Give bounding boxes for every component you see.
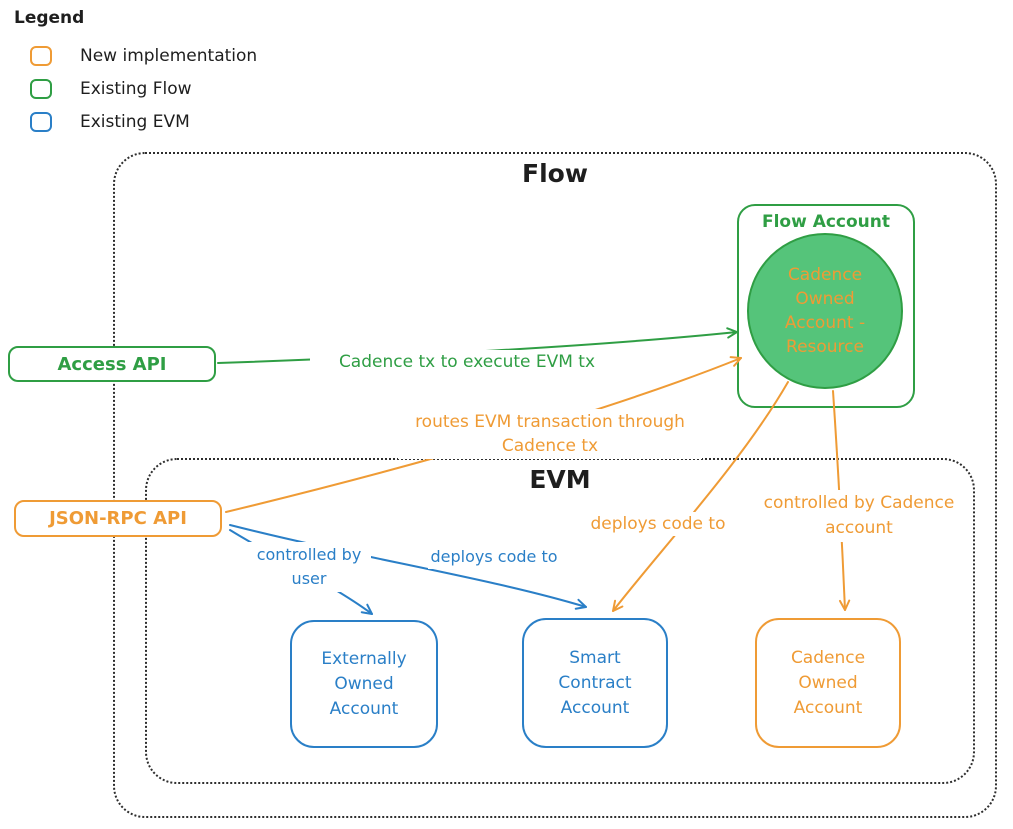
legend-item-label: New implementation (80, 46, 258, 66)
cadence-owned-account-resource-label: Cadence Owned Account - Resource (784, 265, 866, 357)
flow-account-title: Flow Account (761, 212, 891, 232)
externally-owned-account-label: Externally Owned Account (321, 648, 407, 719)
access-api-node: Access API (8, 346, 216, 382)
edge-label-deploys-code-to-orange: deploys code to (578, 512, 738, 536)
legend-item-existing-flow: Existing Flow (30, 77, 192, 101)
edge-label-deploys-code-to-blue: deploys code to (428, 545, 560, 569)
edge-label-controlled-by-user: controlled by user (247, 542, 371, 592)
flow-account-box: Flow Account (737, 204, 915, 408)
cadence-owned-account-label: Cadence Owned Account (790, 647, 866, 718)
json-rpc-api-node: JSON-RPC API (14, 500, 222, 537)
externally-owned-account-node: Externally Owned Account (290, 620, 438, 748)
flow-container: Flow (113, 152, 997, 818)
flow-container-title: Flow (522, 159, 588, 188)
existing-flow-swatch (30, 79, 52, 99)
smart-contract-account-node: Smart Contract Account (522, 618, 668, 748)
legend-item-existing-evm: Existing EVM (30, 110, 190, 134)
legend-item-label: Existing EVM (80, 112, 190, 132)
smart-contract-account-label: Smart Contract Account (558, 647, 632, 718)
edge-label-routes-evm-transaction: routes EVM transaction through Cadence t… (398, 409, 702, 459)
cadence-owned-account-node: Cadence Owned Account (755, 618, 901, 748)
legend-item-label: Existing Flow (80, 79, 192, 99)
edge-label-controlled-by-cadence: controlled by Cadence account (752, 490, 966, 542)
cadence-owned-account-resource-node: Cadence Owned Account - Resource (747, 233, 903, 389)
legend-title: Legend (14, 8, 85, 28)
existing-evm-swatch (30, 112, 52, 132)
new-implementation-swatch (30, 46, 52, 66)
edge-label-cadence-tx-to-execute: Cadence tx to execute EVM tx (310, 350, 624, 374)
legend-item-new-implementation: New implementation (30, 44, 257, 68)
